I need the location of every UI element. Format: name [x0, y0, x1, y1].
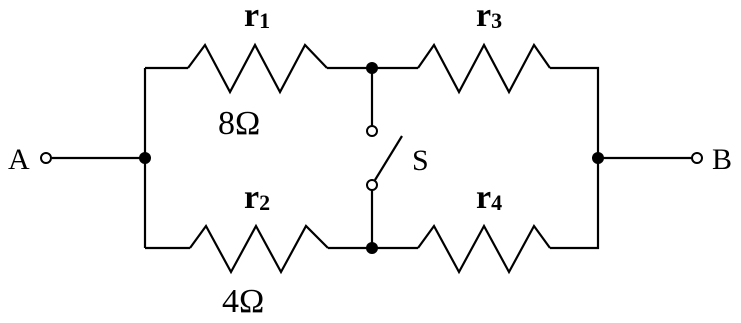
- switch-contact-top: [366, 125, 378, 137]
- wire-r4-right: [550, 158, 600, 250]
- resistor-r2: [189, 223, 329, 275]
- switch-label: S: [412, 144, 429, 177]
- resistor-r3-name: r: [476, 0, 491, 34]
- resistor-r1-name: r: [244, 0, 259, 34]
- node-left: [139, 152, 151, 164]
- terminal-a-icon[interactable]: [40, 152, 52, 164]
- resistor-r4-sub: 4: [491, 190, 502, 215]
- resistor-r1-sub: 1: [259, 8, 270, 33]
- switch-blade[interactable]: [374, 135, 403, 181]
- switch-contact-bottom: [366, 179, 378, 191]
- resistor-r2-name: r: [244, 179, 259, 216]
- resistor-r4-name: r: [476, 179, 491, 216]
- resistor-r1-value: 8Ω: [218, 105, 260, 142]
- resistor-r3-sub: 3: [491, 8, 502, 33]
- resistor-r2-value: 4Ω: [222, 283, 264, 320]
- resistor-r2-label: r2: [244, 179, 270, 216]
- node-top-middle: [366, 62, 378, 74]
- node-bottom-middle: [366, 242, 378, 254]
- resistor-r1-label: r1: [244, 0, 270, 34]
- wire-r3-right: [550, 66, 600, 158]
- resistor-r2-sub: 2: [259, 190, 270, 215]
- resistor-r3-label: r3: [476, 0, 502, 34]
- terminal-b-label: B: [712, 143, 732, 176]
- terminal-b-icon[interactable]: [691, 152, 703, 164]
- resistor-r1: [187, 42, 328, 95]
- terminal-a-label: A: [8, 143, 30, 176]
- resistor-r3: [417, 42, 551, 95]
- resistor-r4-label: r4: [476, 179, 502, 216]
- node-right: [592, 152, 604, 164]
- resistor-r4: [417, 223, 551, 275]
